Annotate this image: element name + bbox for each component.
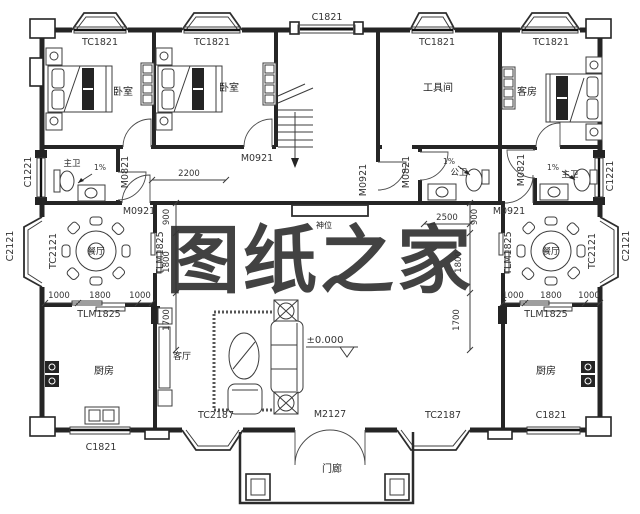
window-label-c2121: C2121 [621,231,632,262]
dim-1700: 1700 [452,309,462,331]
window-label-tc1821: TC1821 [193,37,230,48]
dining-set-right [516,216,586,286]
window-label-tc2187: TC2187 [197,410,234,421]
slope-labels: 1% 1% 1% [94,157,559,172]
dimension-labels: 2200 2500 900 1800 1700 900 1800 1700 10… [48,169,600,331]
dim-2500: 2500 [436,213,458,223]
room-label-dining-left: 餐厅 [87,247,105,257]
room-label-porch: 门廊 [322,462,342,475]
slope-label: 1% [94,163,106,172]
window-label-tc1821: TC1821 [532,37,569,48]
window-label-c1221: C1221 [605,161,616,192]
dim-1800: 1800 [540,291,562,301]
door-swings [117,118,561,466]
room-label-kitchen-left: 厨房 [94,364,114,377]
window-labels: TC1821 TC1821 TC1821 TC1821 C1821 C1821 … [5,12,632,453]
shrine-niche [291,204,369,217]
room-label-kitchen-right: 厨房 [536,364,556,377]
window-bands [36,24,604,435]
bed-guest [545,56,603,141]
bed-left [45,47,113,131]
dim-1000: 1000 [578,291,600,301]
window-label-c2121: C2121 [5,231,16,262]
elevation-label: ±0.000 [306,335,343,346]
wall-piers [29,18,612,440]
dim-1800: 1800 [454,251,464,273]
window-label-tc2121: TC2121 [587,233,598,270]
bay-windows [23,12,619,451]
dim-1000: 1000 [129,291,151,301]
door-labels: M0921 M0921 M0921 M0921 M0821 M0821 M082… [76,153,567,420]
room-label-shrine: 神位 [316,220,332,230]
living-room-furniture [157,299,304,415]
dimension-lines [41,176,604,354]
room-label-public-bath: 公卫 [450,168,468,178]
porch [238,432,415,505]
elevation-marker: ±0.000 [306,335,358,358]
window-label-tc2187: TC2187 [424,410,461,421]
window-label-tc1821: TC1821 [81,37,118,48]
window-label-c1821: C1821 [312,12,343,23]
room-label-bedroom-left: 卧室 [113,85,133,98]
watermark-text: 图纸之家 [166,218,474,304]
door-label-m0821: M0821 [516,154,527,186]
room-label-living-room: 客厅 [173,350,191,362]
door-label-m0921: M0921 [493,206,525,217]
dim-900: 900 [162,209,172,225]
room-label-master-bath-right: 主卫 [561,169,579,180]
kitchen-fixtures [45,361,595,425]
door-label-m2127: M2127 [314,409,346,420]
dim-2200: 2200 [178,169,200,179]
window-label-c1221: C1221 [23,157,34,188]
wardrobes [140,62,516,110]
window-label-c1821: C1821 [86,442,117,453]
dim-1800: 1800 [162,251,172,273]
door-label-m0821: M0821 [120,156,131,188]
window-label-tc1821: TC1821 [418,37,455,48]
stair-direction-arrow [291,158,299,168]
door-label-tlm1825: TLM1825 [76,309,120,320]
room-label-guest-room: 客房 [517,85,537,98]
door-label-m0821: M0821 [401,156,412,188]
window-label-tc2121: TC2121 [48,233,59,270]
door-label-tlm1825: TLM1825 [155,231,166,275]
room-labels: 卧室 卧室 工具间 客房 主卫 公卫 主卫 餐厅 餐厅 厨房 厨房 客厅 神位 … [63,81,579,475]
staircase [277,83,314,168]
bed-mid [155,47,223,131]
room-label-tool-room: 工具间 [423,81,453,94]
door-label-tlm1825: TLM1825 [503,231,514,275]
room-label-master-bath-left: 主卫 [63,158,81,169]
window-label-c1821: C1821 [536,410,567,421]
dim-900: 900 [470,209,480,225]
room-label-dining-right: 餐厅 [542,247,560,257]
bathroom-fixtures [53,165,598,202]
slope-label: 1% [547,163,559,172]
dim-1700: 1700 [162,309,172,331]
dim-1000: 1000 [48,291,70,301]
door-label-m0921: M0921 [123,206,155,217]
door-label-tlm1825: TLM1825 [523,309,567,320]
door-label-m0921: M0921 [358,164,369,196]
dim-1800: 1800 [89,291,111,301]
slope-label: 1% [443,157,455,166]
dining-set-left [61,216,131,286]
room-label-bedroom-mid: 卧室 [219,81,239,94]
door-label-m0921: M0921 [241,153,273,164]
dim-1000: 1000 [502,291,524,301]
